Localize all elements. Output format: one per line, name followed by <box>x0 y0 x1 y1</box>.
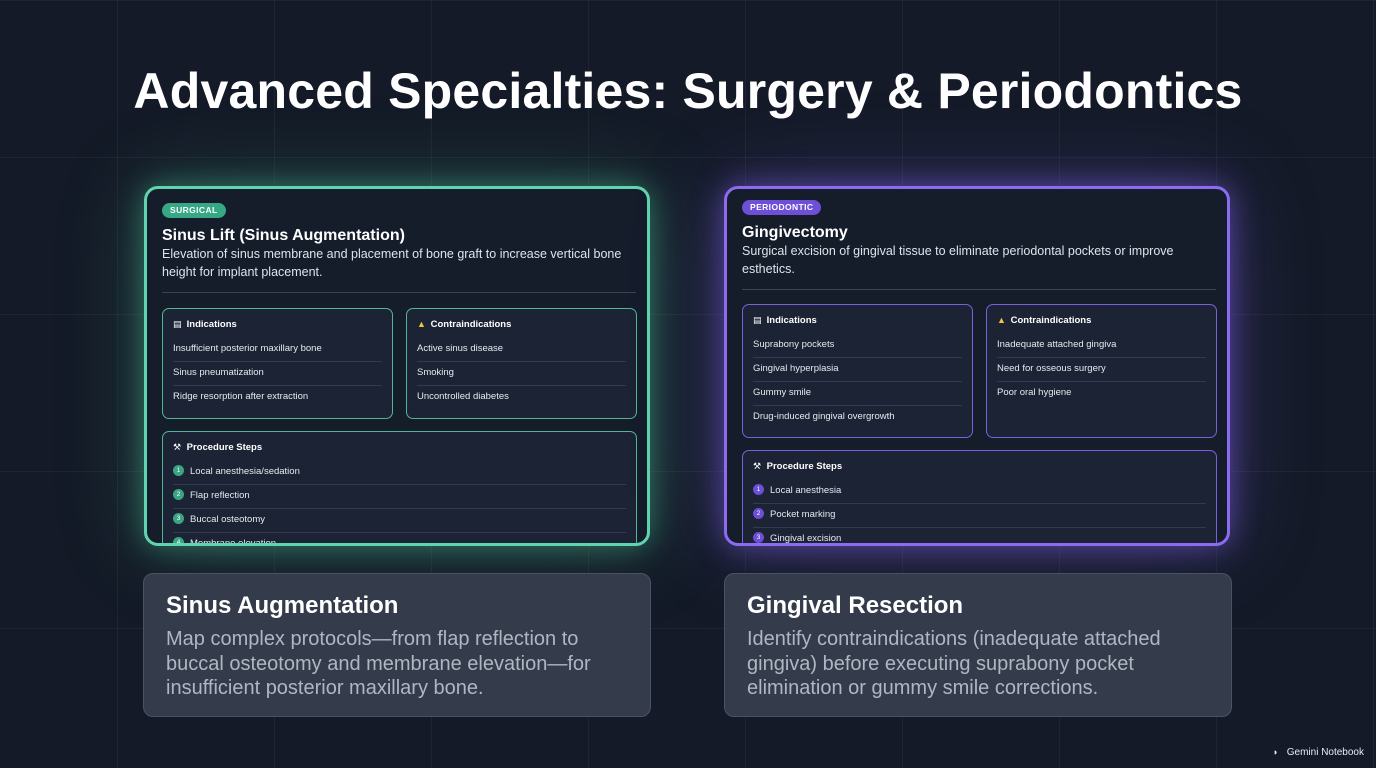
list-item: Uncontrolled diabetes <box>417 391 509 402</box>
periodontic-tag: PERIODONTIC <box>742 200 822 215</box>
step-number: 3 <box>173 512 184 524</box>
procedure-step: 3 Buccal osteotomy <box>173 508 626 533</box>
watermark-label: Gemini Notebook <box>1286 747 1364 758</box>
step-number: 1 <box>753 483 764 495</box>
list-item: Smoking <box>417 361 626 386</box>
step-label: Buccal osteotomy <box>190 514 265 525</box>
list-item: Ridge resorption after extraction <box>173 391 309 402</box>
list-item: Gummy smile <box>753 381 962 406</box>
gingival-resection-panel: Gingival Resection Identify contraindica… <box>724 573 1232 717</box>
list-item: Gingival hyperplasia <box>753 357 962 382</box>
indications-heading: Indications <box>186 319 237 330</box>
card-title: Sinus Lift (Sinus Augmentation) <box>162 227 405 244</box>
divider <box>742 289 1216 290</box>
step-number: 4 <box>173 536 184 543</box>
contraindications-box: ▲ Contraindications Inadequate attached … <box>986 304 1217 438</box>
list-item: Inadequate attached gingiva <box>997 333 1206 358</box>
step-label: Local anesthesia/sedation <box>190 466 300 477</box>
watermark: ◗ Gemini Notebook <box>1273 747 1364 758</box>
panel-text: Map complex protocols—from flap reflecti… <box>166 628 591 699</box>
step-number: 3 <box>753 531 764 543</box>
notebook-logo-icon: ◗ <box>1272 747 1279 757</box>
procedure-box: ⚒ Procedure Steps 1 Local anesthesia 2 Poc… <box>742 450 1217 544</box>
clipboard-icon: ▤ <box>753 315 762 325</box>
sinus-augmentation-panel: Sinus Augmentation Map complex protocols… <box>143 573 651 717</box>
step-number: 1 <box>173 464 184 476</box>
list-item: Suprabony pockets <box>753 333 962 358</box>
procedure-box: ⚒ Procedure Steps 1 Local anesthesia/seda… <box>162 431 637 546</box>
panel-title: Sinus Augmentation <box>166 592 399 619</box>
procedure-step: 3 Gingival excision <box>753 527 1206 544</box>
step-number: 2 <box>753 507 764 519</box>
tools-icon: ⚒ <box>753 461 762 471</box>
gingivectomy-card: PERIODONTIC Gingivectomy Surgical excisi… <box>724 186 1230 546</box>
page-title: Advanced Specialties: Surgery & Periodon… <box>133 63 1243 119</box>
procedure-step: 4 Membrane elevation <box>173 532 626 546</box>
divider <box>162 292 636 293</box>
warning-icon: ▲ <box>417 319 426 329</box>
step-label: Flap reflection <box>190 490 250 501</box>
card-description: Elevation of sinus membrane and placemen… <box>162 247 622 279</box>
contraindications-box: ▲ Contraindications Active sinus disease… <box>406 308 637 419</box>
step-label: Pocket marking <box>770 509 836 520</box>
indications-box: ▤ Indications Insufficient posterior max… <box>162 308 393 419</box>
panel-title: Gingival Resection <box>747 592 964 619</box>
step-label: Local anesthesia <box>770 485 842 496</box>
step-label: Gingival excision <box>770 533 842 544</box>
procedure-step: 1 Local anesthesia/sedation <box>173 460 626 485</box>
step-label: Membrane elevation <box>190 538 277 546</box>
indications-box: ▤ Indications Suprabony pockets Gingival… <box>742 304 973 438</box>
procedure-step: 2 Pocket marking <box>753 503 1206 528</box>
list-item: Sinus pneumatization <box>173 361 382 386</box>
card-description: Surgical excision of gingival tissue to … <box>742 244 1174 276</box>
panel-text: Identify contraindications (inadequate a… <box>747 628 1161 699</box>
procedure-heading: Procedure Steps <box>186 442 263 453</box>
step-number: 2 <box>173 488 184 500</box>
procedure-step: 2 Flap reflection <box>173 484 626 509</box>
list-item: Poor oral hygiene <box>997 387 1072 398</box>
clipboard-icon: ▤ <box>173 319 182 329</box>
list-item: Insufficient posterior maxillary bone <box>173 337 382 362</box>
sinus-lift-card: SURGICAL Sinus Lift (Sinus Augmentation)… <box>144 186 650 546</box>
list-item: Drug-induced gingival overgrowth <box>753 411 895 422</box>
card-title: Gingivectomy <box>742 224 848 241</box>
tools-icon: ⚒ <box>173 442 182 452</box>
warning-icon: ▲ <box>997 315 1006 325</box>
contraindications-heading: Contraindications <box>430 319 512 330</box>
surgical-tag: SURGICAL <box>162 203 226 218</box>
contraindications-heading: Contraindications <box>1010 315 1092 326</box>
procedure-step: 1 Local anesthesia <box>753 479 1206 504</box>
indications-heading: Indications <box>766 315 817 326</box>
procedure-heading: Procedure Steps <box>766 461 843 472</box>
list-item: Active sinus disease <box>417 337 626 362</box>
list-item: Need for osseous surgery <box>997 357 1206 382</box>
